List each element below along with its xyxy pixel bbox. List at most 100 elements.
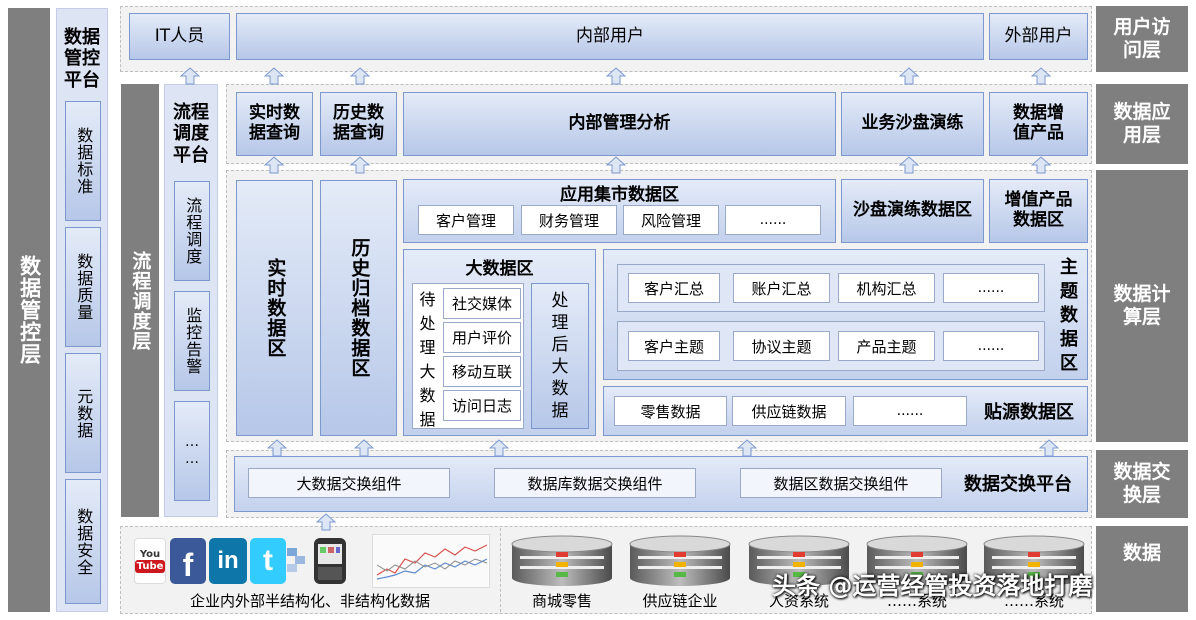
source-more[interactable]: ...... (853, 396, 967, 426)
data-source-layer-label: 数据 (1096, 526, 1188, 612)
subject-customer-topic[interactable]: 客户主题 (628, 331, 720, 361)
bigdata-mobile[interactable]: 移动互联 (443, 356, 521, 387)
smartphone-icon (308, 536, 352, 586)
flow-item-more[interactable]: …… (174, 401, 210, 501)
up-arrow-icon (264, 67, 284, 85)
subject-product-topic[interactable]: 产品主题 (838, 331, 935, 361)
exchange-platform: 大数据交换组件 数据库数据交换组件 数据区数据交换组件 数据交换平台 (234, 456, 1088, 512)
bigdata-access-log[interactable]: 访问日志 (443, 390, 521, 421)
up-arrow-icon (606, 156, 626, 174)
bigdata-user-review[interactable]: 用户评价 (443, 322, 521, 353)
control-item-quality[interactable]: 数据质量 (65, 227, 101, 347)
app-business-sandbox[interactable]: 业务沙盘演练 (841, 92, 984, 156)
control-item-security[interactable]: 数据安全 (65, 479, 101, 604)
up-arrow-icon (489, 439, 509, 457)
control-item-standard[interactable]: 数据标准 (65, 101, 101, 221)
up-arrow-icon (267, 439, 287, 457)
source-system-label: ……系统 (1003, 592, 1064, 610)
watermark: 头条 @运营经管投资落地打磨 (772, 572, 1093, 600)
database-icon: 商城零售 (508, 534, 616, 612)
source-divider (500, 528, 501, 612)
up-arrow-icon (606, 67, 626, 85)
source-system-label: ……系统 (886, 592, 947, 610)
subject-row-summary: 客户汇总 账户汇总 机构汇总 ...... (617, 264, 1045, 312)
data-governance-layer-label: 数据管控层 (8, 8, 50, 612)
user-external[interactable]: 外部用户 (989, 13, 1088, 60)
data-application-layer-label: 数据应用层 (1096, 84, 1188, 164)
database-icon: ……系统 (980, 534, 1088, 612)
facebook-icon: f (170, 538, 206, 584)
exchange-bigdata-component[interactable]: 大数据交换组件 (248, 468, 450, 498)
flow-scheduling-platform: 流程调度平台 流程调度 监控告警 …… (164, 84, 218, 517)
database-icon: 人资系统 (745, 534, 853, 612)
mart-customer-mgmt[interactable]: 客户管理 (418, 205, 514, 235)
app-internal-analysis[interactable]: 内部管理分析 (403, 92, 836, 156)
user-internal[interactable]: 内部用户 (236, 13, 984, 60)
linkedin-icon: in (209, 538, 247, 584)
mart-more[interactable]: ...... (725, 205, 821, 235)
subject-row-topics: 客户主题 协议主题 产品主题 ...... (617, 321, 1045, 371)
bigdata-pending-box: 待处理大数据 社交媒体 用户评价 移动互联 访问日志 (412, 283, 524, 429)
source-retail[interactable]: 零售数据 (614, 396, 727, 426)
up-arrow-icon (354, 439, 374, 457)
up-arrow-icon (1031, 67, 1051, 85)
twitter-icon: t (250, 538, 286, 584)
user-it-staff[interactable]: IT人员 (129, 13, 230, 60)
app-history-query[interactable]: 历史数据查询 (320, 92, 397, 156)
subject-agreement-topic[interactable]: 协议主题 (733, 331, 830, 361)
database-icon: 供应链企业 (626, 534, 734, 612)
app-realtime-query[interactable]: 实时数据查询 (236, 92, 313, 156)
subject-summary-more[interactable]: ...... (943, 273, 1039, 303)
exchange-platform-title: 数据交换平台 (964, 474, 1072, 495)
zone-bigdata: 大数据区 待处理大数据 社交媒体 用户评价 移动互联 访问日志 处理后大数据 (403, 249, 596, 436)
zone-source: 零售数据 供应链数据 ...... 贴源数据区 (603, 386, 1088, 436)
up-arrow-icon (350, 67, 370, 85)
mart-finance-mgmt[interactable]: 财务管理 (521, 205, 617, 235)
data-exchange-layer-label: 数据交换层 (1096, 450, 1188, 518)
up-arrow-icon (737, 439, 757, 457)
mart-risk-mgmt[interactable]: 风险管理 (623, 205, 719, 235)
user-access-layer-label: 用户访问层 (1096, 6, 1188, 72)
source-system-label: 供应链企业 (642, 592, 718, 610)
zone-app-mart: 应用集市数据区 客户管理 财务管理 风险管理 ...... (403, 179, 836, 243)
up-arrow-icon (1031, 156, 1051, 174)
bigdata-title: 大数据区 (465, 258, 534, 279)
subject-org-summary[interactable]: 机构汇总 (838, 273, 935, 303)
up-arrow-icon (1039, 439, 1059, 457)
source-system-label: 人资系统 (768, 592, 829, 610)
app-mart-title: 应用集市数据区 (560, 184, 679, 205)
up-arrow-icon (350, 156, 370, 174)
zone-realtime[interactable]: 实时数据区 (236, 180, 313, 436)
data-compute-layer-label: 数据计算层 (1096, 170, 1188, 442)
up-arrow-icon (180, 67, 200, 85)
up-arrow-icon (899, 67, 919, 85)
exchange-db-component[interactable]: 数据库数据交换组件 (494, 468, 696, 498)
zone-value-added[interactable]: 增值产品数据区 (989, 179, 1088, 243)
exchange-zone-component[interactable]: 数据区数据交换组件 (740, 468, 942, 498)
zone-history-archive[interactable]: 历史归档数据区 (320, 180, 397, 436)
subject-topic-more[interactable]: ...... (943, 331, 1039, 361)
subject-title: 主题数据区 (1060, 257, 1078, 374)
up-arrow-icon (264, 156, 284, 174)
zone-subject: 客户汇总 账户汇总 机构汇总 ...... 客户主题 协议主题 产品主题 ...… (603, 249, 1088, 380)
app-value-added-products[interactable]: 数据增值产品 (989, 92, 1088, 156)
flow-scheduling-layer-label: 流程调度层 (121, 84, 159, 517)
stock-chart-icon (372, 534, 490, 588)
source-title: 贴源数据区 (984, 402, 1074, 423)
control-item-metadata[interactable]: 元数据 (65, 353, 101, 473)
flow-platform-title: 流程调度平台 (173, 101, 209, 166)
bigdata-social-media[interactable]: 社交媒体 (443, 288, 521, 319)
flow-item-monitor-alert[interactable]: 监控告警 (174, 291, 210, 391)
unstructured-data-label: 企业内外部半结构化、非结构化数据 (189, 592, 430, 610)
zone-sandbox[interactable]: 沙盘演练数据区 (841, 179, 984, 243)
data-control-platform: 数据管控平台 数据标准 数据质量 元数据 数据安全 (56, 8, 108, 612)
source-system-label: 商城零售 (531, 592, 592, 610)
source-supply-chain[interactable]: 供应链数据 (732, 396, 846, 426)
flow-item-scheduling[interactable]: 流程调度 (174, 181, 210, 281)
bigdata-processed[interactable]: 处理后大数据 (531, 283, 589, 429)
database-icon: ……系统 (863, 534, 971, 612)
up-arrow-icon (316, 513, 336, 531)
subject-account-summary[interactable]: 账户汇总 (733, 273, 830, 303)
subject-customer-summary[interactable]: 客户汇总 (628, 273, 720, 303)
